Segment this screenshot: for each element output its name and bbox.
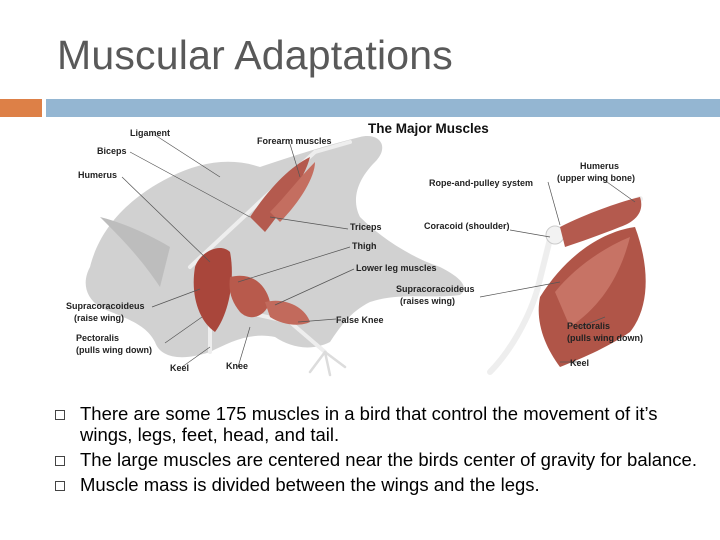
label-pulls-wing-down-right: (pulls wing down) (567, 333, 643, 343)
bullet-text: There are some 175 muscles in a bird tha… (80, 403, 658, 445)
label-lower-leg-muscles: Lower leg muscles (356, 263, 437, 273)
label-keel-left: Keel (170, 363, 189, 373)
label-coracoid: Coracoid (shoulder) (424, 221, 510, 231)
label-pulls-wing-down-left: (pulls wing down) (76, 345, 152, 355)
bullet-text: Muscle mass is divided between the wings… (80, 474, 540, 495)
label-raises-wing-right: (raises wing) (400, 296, 455, 306)
accent-bar-blue (46, 99, 720, 117)
label-humerus-left: Humerus (78, 170, 117, 180)
label-thigh: Thigh (352, 241, 377, 251)
bullet-text: The large muscles are centered near the … (80, 449, 697, 470)
label-pectoralis-right: Pectoralis (567, 321, 610, 331)
label-forearm-muscles: Forearm muscles (257, 136, 332, 146)
label-knee: Knee (226, 361, 248, 371)
accent-bar-orange (0, 99, 42, 117)
square-bullet-icon (55, 456, 65, 466)
label-pectoralis-left: Pectoralis (76, 333, 119, 343)
bullet-list: There are some 175 muscles in a bird tha… (50, 403, 710, 499)
bird-wing-silhouette (100, 217, 170, 287)
right-muscles (538, 197, 646, 367)
label-ligament: Ligament (130, 128, 170, 138)
bullet-item: The large muscles are centered near the … (50, 449, 710, 470)
label-rope-and-pulley: Rope-and-pulley system (429, 178, 533, 188)
label-false-knee: False Knee (336, 315, 384, 325)
label-upper-wing-bone: (upper wing bone) (557, 173, 635, 183)
label-triceps: Triceps (350, 222, 382, 232)
left-feet (308, 350, 347, 377)
figure-title: The Major Muscles (368, 121, 489, 136)
label-raise-wing-left: (raise wing) (74, 313, 124, 323)
square-bullet-icon (55, 481, 65, 491)
slide-title: Muscular Adaptations (57, 32, 454, 78)
left-muscles (193, 157, 315, 332)
bullet-item: Muscle mass is divided between the wings… (50, 474, 710, 495)
label-supracoracoideus-left: Supracoracoideus (66, 301, 145, 311)
square-bullet-icon (55, 410, 65, 420)
bullet-item: There are some 175 muscles in a bird tha… (50, 403, 710, 445)
right-pointer-lines (479, 176, 636, 363)
label-humerus-right: Humerus (580, 161, 619, 171)
bird-silhouette (85, 136, 464, 358)
label-biceps: Biceps (97, 146, 127, 156)
label-keel-right: Keel (570, 358, 589, 368)
bird-muscle-diagram: Ligament Biceps Humerus Forearm muscles … (60, 117, 660, 385)
left-pointer-lines (121, 134, 355, 368)
label-supracoracoideus-right: Supracoracoideus (396, 284, 475, 294)
